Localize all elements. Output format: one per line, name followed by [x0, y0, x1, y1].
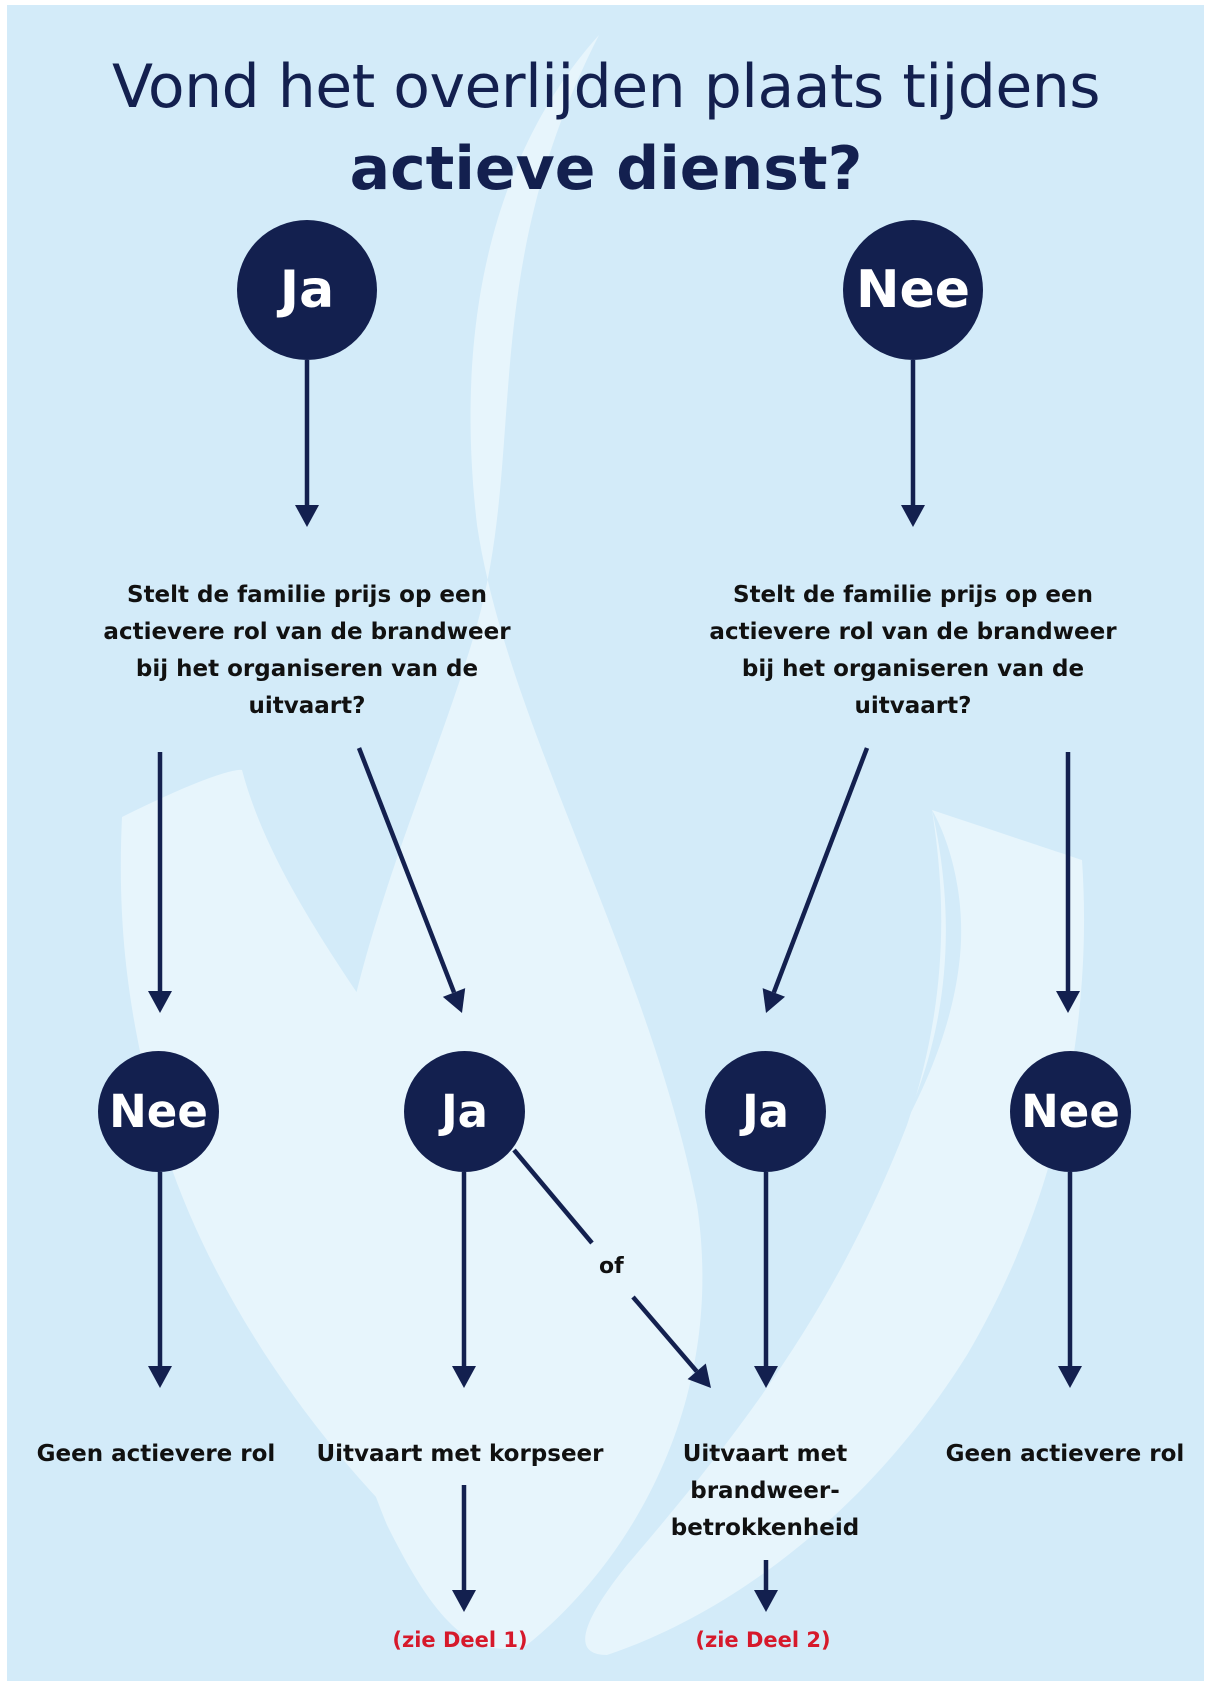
reference-deel-1: (zie Deel 1): [392, 1628, 528, 1652]
page-title-line-1: Vond het overlijden plaats tijdens: [111, 52, 1101, 122]
arrow-right-yes-to-outcome-head: [754, 1366, 778, 1388]
arrow-betrokkenheid-to-deel-2-head: [754, 1590, 778, 1612]
arrow-or-to-betrokkenheid-head: [687, 1363, 711, 1388]
arrow-question-left-to-no-head: [148, 991, 172, 1013]
arrows-layer: [148, 360, 1082, 1612]
question-right: Stelt de familie prijs op een actievere …: [709, 582, 1117, 719]
arrow-question-left-to-yes: [356, 747, 457, 994]
top-yes-circle: Ja: [237, 220, 377, 360]
arrow-question-right-to-no-head: [1056, 991, 1080, 1013]
arrow-top-yes-to-question-head: [295, 505, 319, 527]
outcome-no-role-left: Geen actievere rol: [36, 1441, 276, 1467]
left-no-circle: Nee: [98, 1051, 219, 1172]
outcome-korpseer: Uitvaart met korpseer: [316, 1441, 604, 1467]
page-title-line-2: actieve dienst?: [349, 134, 863, 204]
left-yes-circle: Ja: [404, 1051, 525, 1172]
arrow-left-no-to-outcome-head: [148, 1366, 172, 1388]
top-no-circle: Nee: [843, 220, 983, 360]
question-left: Stelt de familie prijs op een actievere …: [103, 582, 511, 719]
or-label: of: [599, 1254, 624, 1279]
arrow-question-right-to-yes: [771, 747, 870, 994]
connector-yes-to-or-upper: [512, 1148, 594, 1245]
arrow-question-left-to-yes-head: [442, 988, 466, 1013]
arrow-or-to-betrokkenheid: [631, 1295, 699, 1373]
flame-watermark: [120, 35, 1085, 1655]
reference-deel-2: (zie Deel 2): [695, 1628, 831, 1652]
arrow-top-no-to-question-head: [901, 505, 925, 527]
outcome-betrokkenheid: Uitvaart met brandweer-betrokkenheid: [670, 1441, 860, 1541]
right-yes-circle: Ja: [705, 1051, 826, 1172]
arrow-right-no-to-outcome-head: [1058, 1366, 1082, 1388]
right-no-circle: Nee: [1010, 1051, 1131, 1172]
outcome-no-role-right: Geen actievere rol: [945, 1441, 1185, 1467]
arrow-question-right-to-yes-head: [762, 988, 786, 1013]
arrow-korpseer-to-deel-1-head: [452, 1590, 476, 1612]
background-panel: [7, 5, 1204, 1681]
arrow-left-yes-to-outcome-head: [452, 1366, 476, 1388]
